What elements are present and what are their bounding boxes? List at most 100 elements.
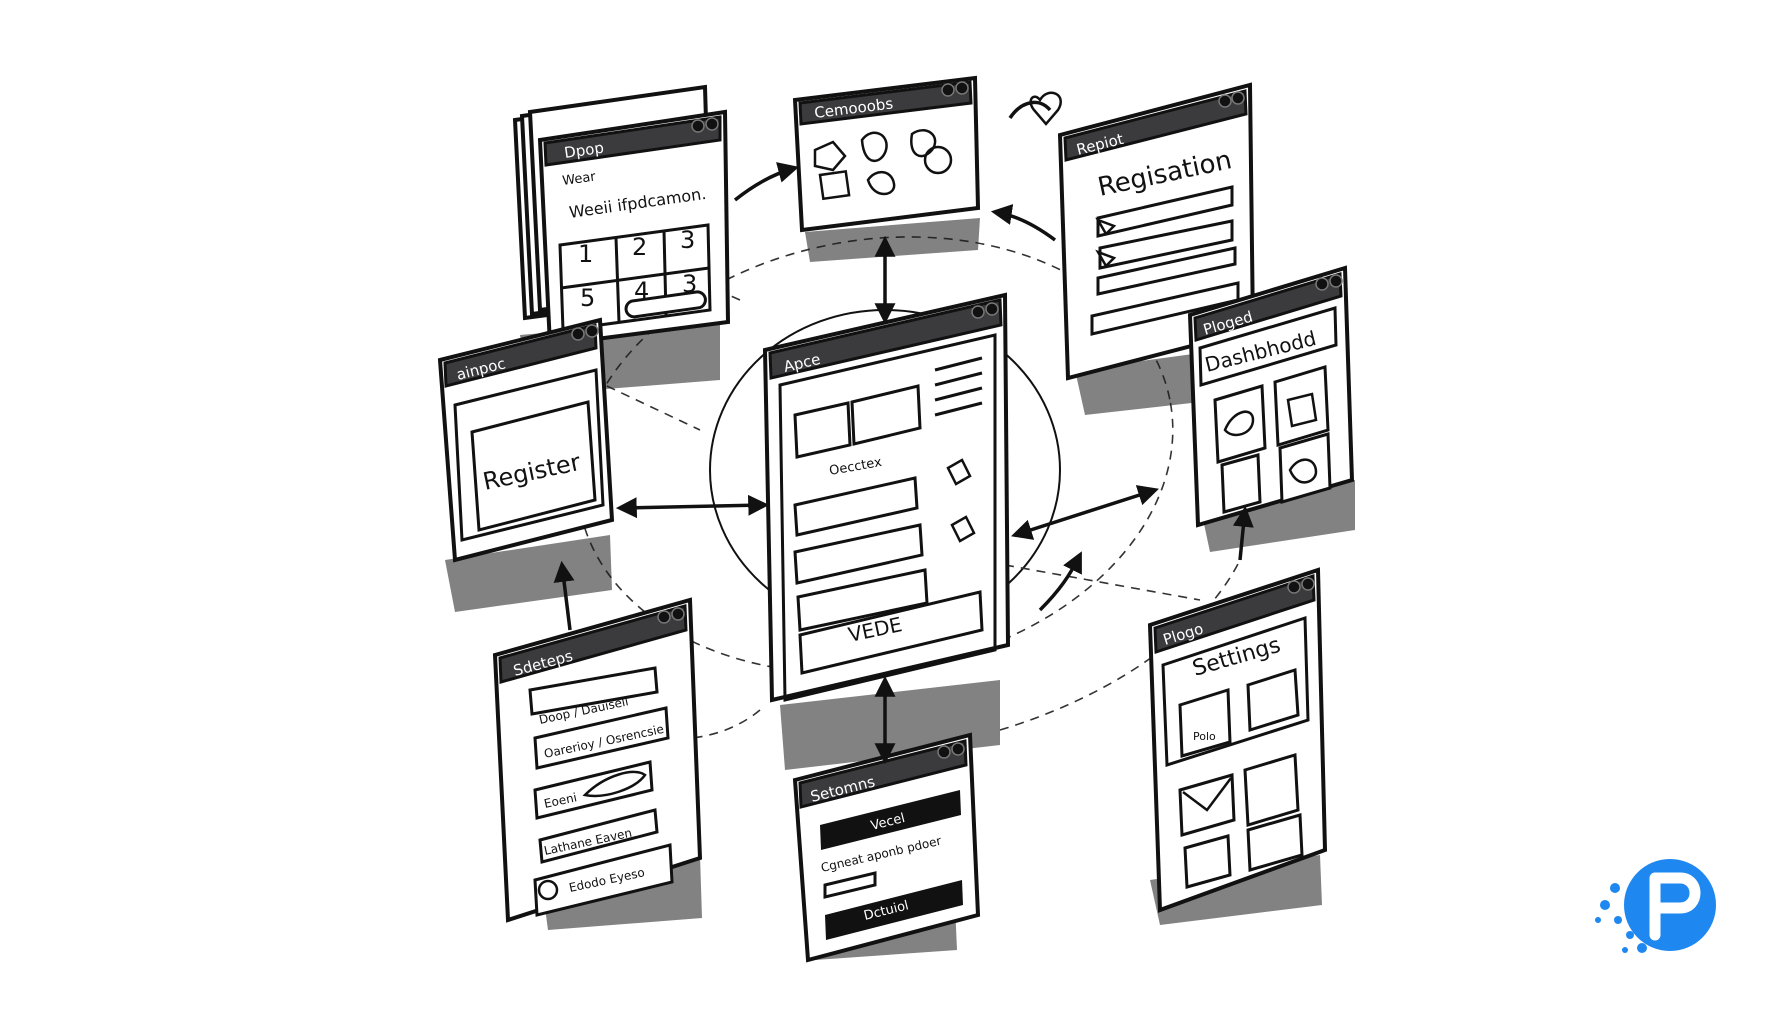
settings-center-bottom-button[interactable] — [825, 880, 963, 940]
registration-window-control[interactable] — [1231, 91, 1245, 105]
logo-dot — [1595, 917, 1601, 923]
register-window[interactable]: ainpoc Register — [437, 317, 615, 612]
main-field[interactable] — [793, 476, 919, 537]
flower-icon[interactable] — [923, 145, 953, 175]
dashboard-window-control[interactable] — [1315, 277, 1329, 291]
settings-right-window-control[interactable] — [1287, 580, 1301, 594]
main-menu-line — [934, 356, 983, 372]
logo-dot — [1626, 931, 1634, 939]
registration-titlebar — [1063, 89, 1248, 162]
settings-center-slider[interactable] — [823, 871, 877, 899]
steps-row[interactable] — [533, 760, 654, 820]
main-button-frame — [798, 590, 984, 675]
settings-right-tile[interactable] — [1243, 753, 1300, 827]
gallery-window-control[interactable] — [955, 81, 969, 95]
register-shadow — [445, 535, 612, 612]
leaf-icon — [1223, 410, 1255, 437]
arrow-settings-dashboard — [1232, 505, 1254, 561]
radio-icon[interactable] — [537, 879, 559, 901]
logo-dot — [1610, 883, 1620, 893]
settings-center-window-control[interactable] — [951, 742, 965, 756]
steps-row[interactable] — [533, 706, 670, 770]
main-titlebar — [768, 298, 1003, 380]
settings-center-window-control[interactable] — [937, 745, 951, 759]
settings-right-shadow — [1150, 855, 1322, 925]
register-window-control[interactable] — [585, 324, 599, 338]
registration-field[interactable] — [1096, 185, 1234, 238]
steps-titlebar — [498, 604, 688, 684]
registration-window[interactable]: Repiot Regisation — [1057, 82, 1262, 415]
steps-row[interactable] — [538, 808, 659, 864]
arrow-steps-register — [553, 560, 575, 631]
leaf-icon[interactable] — [813, 140, 847, 172]
dashboard-titlebar — [1193, 272, 1343, 342]
flower-icon[interactable] — [866, 171, 896, 196]
steps-window[interactable]: Sdeteps Doop / Dauiseli Oarerioy / Osren… — [492, 597, 703, 930]
dashboard-window-control[interactable] — [1329, 274, 1343, 288]
main-menu-line — [934, 386, 983, 402]
settings-right-window-control[interactable] — [1301, 577, 1315, 591]
calendar-titlebar — [543, 115, 722, 167]
calendar-cell[interactable]: 3 — [680, 226, 695, 254]
calendar-slider[interactable] — [624, 290, 707, 319]
brand-logo — [1595, 859, 1716, 953]
leaf-icon[interactable] — [860, 131, 888, 162]
settings-right-tile[interactable] — [1183, 834, 1232, 889]
gallery-window-control[interactable] — [941, 83, 955, 97]
calendar-window-control[interactable] — [705, 117, 719, 131]
steps-window-control[interactable] — [671, 607, 685, 621]
registration-window-control[interactable] — [1218, 94, 1232, 108]
settings-right-tile[interactable] — [1246, 813, 1304, 872]
calendar-window[interactable]: Dpop Wear Weeii ifpdcamon. 1 2 3 5 4 3 — [512, 84, 731, 395]
settings-right-window[interactable]: Plogo Settings Polo — [1147, 567, 1328, 925]
main-panel — [778, 333, 997, 702]
main-window-control[interactable] — [971, 305, 985, 319]
calendar-cell[interactable]: 5 — [580, 284, 595, 312]
steps-row[interactable] — [533, 843, 674, 917]
settings-right-tile[interactable] — [1178, 687, 1232, 758]
main-field[interactable] — [793, 523, 924, 585]
steps-row[interactable] — [528, 666, 659, 716]
leaf-icon[interactable] — [910, 129, 937, 158]
gallery-grid — [813, 129, 953, 201]
registration-field[interactable] — [1098, 219, 1234, 270]
main-menu-line — [934, 371, 983, 387]
dashboard-heading-frame — [1198, 306, 1338, 387]
dashboard-tile[interactable] — [1278, 432, 1332, 504]
calendar-window-control[interactable] — [691, 119, 705, 133]
cursor-icon — [1095, 217, 1117, 237]
settings-right-tile[interactable] — [1246, 667, 1300, 733]
steps-window-control[interactable] — [657, 610, 671, 624]
register-button-frame — [470, 400, 597, 532]
dashboard-shadow — [1200, 480, 1355, 552]
settings-center-top-button[interactable] — [820, 790, 961, 850]
gallery-titlebar — [798, 80, 973, 126]
cursor-icon — [1095, 249, 1117, 269]
arrow-main-dashboard — [1011, 485, 1159, 540]
image-icon[interactable] — [818, 169, 851, 201]
calendar-cell[interactable]: 2 — [632, 233, 647, 261]
settings-center-titlebar — [798, 739, 968, 809]
settings-center-window[interactable]: Setomns Vecel Cgneat aponb pdoer Dctuiol — [792, 732, 981, 963]
calendar-cell[interactable]: 1 — [578, 240, 593, 268]
main-menu-line — [934, 401, 983, 417]
dashboard-tile[interactable] — [1220, 453, 1262, 514]
main-window-control[interactable] — [985, 302, 999, 316]
main-field[interactable] — [796, 568, 929, 632]
dashboard-tile[interactable] — [1273, 365, 1330, 447]
gallery-window[interactable]: Cemooobs — [792, 75, 981, 262]
calendar-subtitle: Wear — [561, 169, 597, 189]
dashboard-tile[interactable] — [1213, 384, 1267, 464]
toggle-icon[interactable] — [582, 770, 647, 798]
registration-field[interactable] — [1096, 246, 1237, 296]
settings-right-titlebar — [1153, 573, 1316, 655]
arrow-registration-gallery — [990, 204, 1057, 242]
arrow-calendar-gallery — [733, 162, 800, 202]
register-window-control[interactable] — [571, 327, 585, 341]
settings-right-badge: Polo — [1193, 730, 1216, 743]
main-image-slot[interactable] — [850, 384, 922, 446]
dashboard-window[interactable]: Ploged Dashbhodd — [1187, 265, 1355, 552]
main-image-slot[interactable] — [793, 401, 852, 459]
flower-icon — [1288, 458, 1318, 484]
